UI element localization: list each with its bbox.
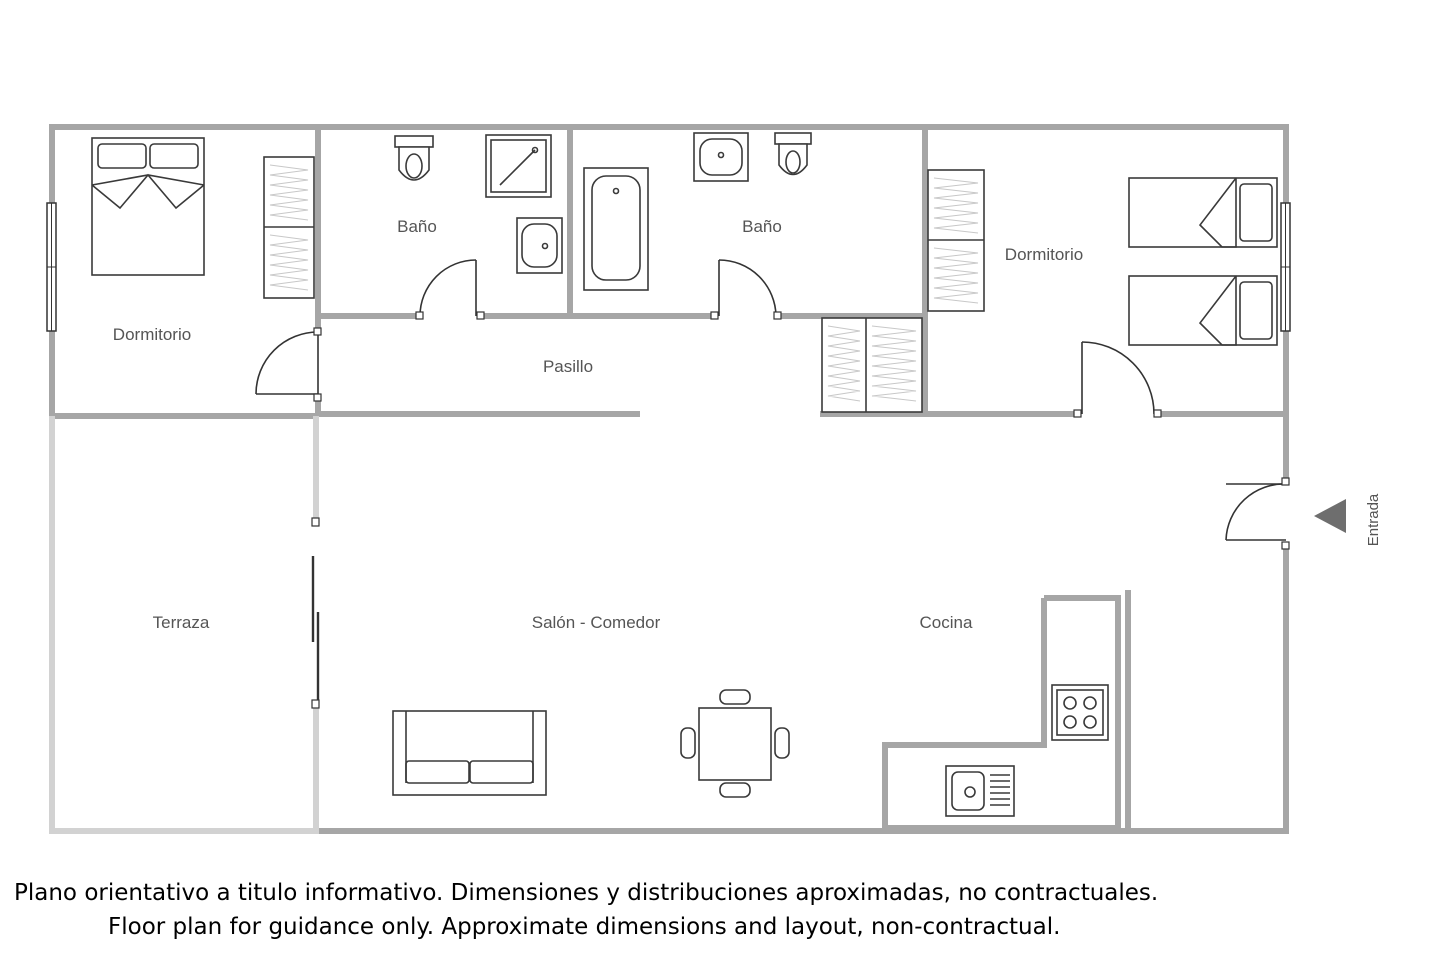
wardrobe-bedroom-1 <box>263 156 315 299</box>
bathtub <box>583 167 649 291</box>
floor-plan: Dormitorio Baño Baño Dormitorio Pasillo … <box>46 124 1382 834</box>
single-bed-1 <box>1128 177 1278 248</box>
walls <box>49 124 1289 834</box>
room-label-dormitorio-2: Dormitorio <box>1005 245 1083 264</box>
windows <box>46 202 1291 709</box>
single-bed-2 <box>1128 275 1278 346</box>
doors <box>255 259 1290 550</box>
wardrobe-bedroom-2 <box>927 169 985 312</box>
dining-table <box>680 689 790 798</box>
room-label-bano-1: Baño <box>397 217 437 236</box>
toilet-2 <box>774 132 812 176</box>
kitchen-sink <box>945 765 1015 817</box>
sink-1 <box>516 217 563 274</box>
terrace-walls <box>49 416 319 834</box>
toilet-1 <box>394 135 434 181</box>
room-label-pasillo: Pasillo <box>543 357 593 376</box>
disclaimer-english: Floor plan for guidance only. Approximat… <box>108 914 1061 940</box>
room-label-salon: Salón - Comedor <box>532 613 661 632</box>
sofa <box>392 710 547 796</box>
room-label-dormitorio-1: Dormitorio <box>113 325 191 344</box>
wardrobe-corridor <box>821 317 923 413</box>
cooktop <box>1051 684 1109 741</box>
disclaimer-spanish: Plano orientativo a titulo informativo. … <box>14 880 1159 906</box>
entrance-arrow-icon <box>1314 499 1346 533</box>
entrance-label: Entrada <box>1365 493 1382 546</box>
room-label-bano-2: Baño <box>742 217 782 236</box>
shower <box>485 134 552 198</box>
room-label-cocina: Cocina <box>920 613 973 632</box>
double-bed <box>91 137 205 276</box>
sink-2 <box>693 132 749 182</box>
room-label-terraza: Terraza <box>153 613 210 632</box>
